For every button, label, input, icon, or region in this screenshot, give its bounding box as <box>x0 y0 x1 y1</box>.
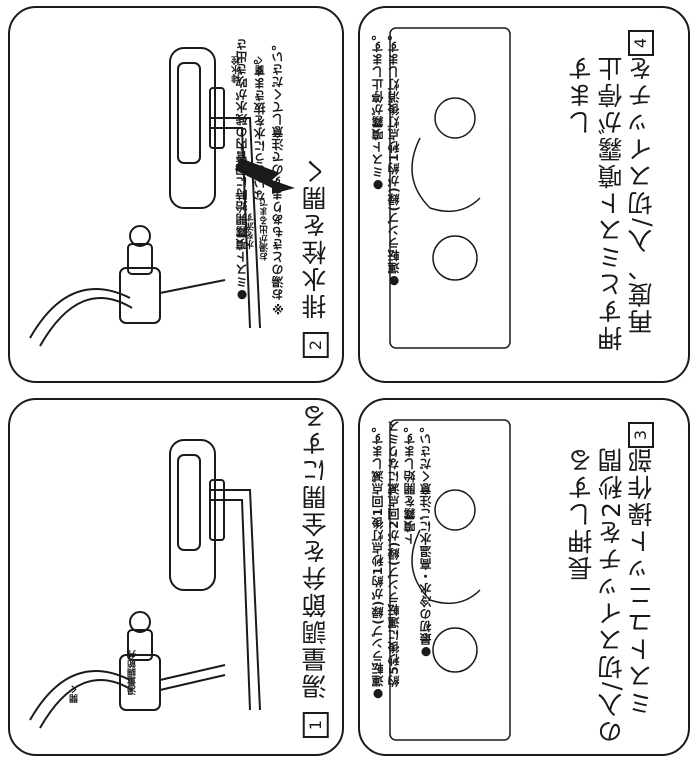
step-1-panel: 1 湯量調節弁を全開にする 湯量調節弁 開く <box>8 398 344 756</box>
flow-label-1: お湯が出るまで <box>260 198 270 261</box>
control-panel-illustration <box>389 419 511 741</box>
step-4-note-2: ●運転ランプ(緑)が約1秒点灯後消灯します。 <box>387 28 401 289</box>
step-3-note-2: 約5秒後に運転ランプ(緑)が2回点滅になりミス <box>387 420 401 688</box>
step-2-note-1: ●ミスト噴霧開始時に配管内の残水が吹き出さ <box>235 38 249 303</box>
step-2-note-3: ※お湯のときもありますので注意してください。 <box>271 38 285 315</box>
open-label-1: 開く <box>70 685 80 703</box>
control-panel-illustration-2 <box>389 27 511 349</box>
drain-illustration <box>29 47 295 347</box>
step-3-note-3: ト噴霧を開始します。 <box>403 420 417 545</box>
step-4-panel: 4 再度、入/切スイッチを 押すとミスト噴霧が停止 します ●ミスト噴霧が停止し… <box>358 6 690 383</box>
step-3-note-4: ●最初の冷水・高温水にご注意ください。 <box>419 420 433 660</box>
valve-unit-illustration <box>29 439 261 729</box>
step-2-panel: 2 排水栓を開く 排水栓 開く お湯が出るまで 水を流す ●ミスト噴霧開始時に配… <box>8 6 344 383</box>
step-3-note-1: ●運転ランプ(緑)が約1秒点灯後1回点滅します。 <box>371 420 385 702</box>
step-3-panel: 3 ミストユニット操作部 の入/切スイッチを2秒間 長押しする ●運転ランプ(緑… <box>358 398 690 756</box>
step-2-note-2: ないように水を抜きます。 <box>253 52 267 202</box>
step-4-note-1: ●ミスト噴霧が停止します。 <box>371 28 385 193</box>
valve-label: 湯量調節弁 <box>128 650 138 695</box>
